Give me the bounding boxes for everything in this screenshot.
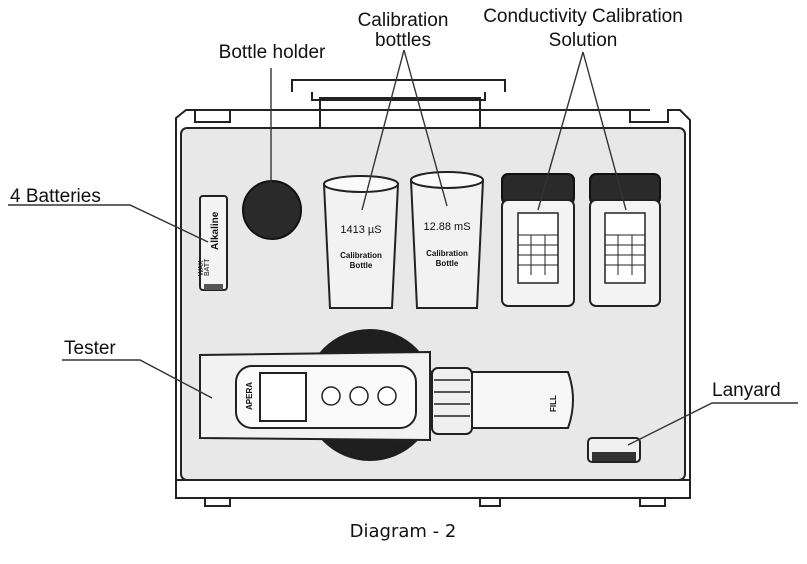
label-calibration-bottles-line1: Calibration <box>357 10 449 31</box>
calibration-bottle-1 <box>322 175 400 309</box>
calibration-bottle-2 <box>409 171 485 309</box>
battery-small-text-2: WAX <box>198 260 205 276</box>
bottle2-text-line1: Calibration <box>426 249 468 258</box>
tester-device <box>199 350 574 442</box>
bottle2-text-line2: Bottle <box>436 259 459 268</box>
tester-fill-text: FILL <box>549 395 558 412</box>
label-conductivity-line2: Solution <box>548 30 618 51</box>
label-lanyard: Lanyard <box>712 380 781 401</box>
bottle-holder-circle <box>242 180 302 240</box>
conductivity-solution-bottle-1 <box>501 173 575 307</box>
label-calibration-bottles-line2: bottles <box>375 30 431 51</box>
tester-brand-text: APERA <box>245 382 254 410</box>
battery-brand-text: Alkaline <box>210 211 221 250</box>
bottle1-text-line1: Calibration <box>340 251 382 260</box>
leader-lines <box>8 49 798 446</box>
label-bottle-holder: Bottle holder <box>218 42 326 63</box>
conductivity-solution-bottle-2 <box>589 173 661 307</box>
batteries-pack <box>199 195 228 291</box>
lanyard-item <box>587 437 641 463</box>
label-batteries: 4 Batteries <box>10 186 101 207</box>
bottle1-text-line2: Bottle <box>350 261 373 270</box>
bottle2-value: 12.88 mS <box>423 221 470 233</box>
label-tester: Tester <box>64 338 116 359</box>
battery-small-text-1: BATT <box>204 258 211 276</box>
bottle1-value: 1413 µS <box>340 224 381 236</box>
label-conductivity-line1: Conductivity Calibration <box>483 6 683 27</box>
diagram-caption: Diagram - 2 <box>349 521 457 542</box>
